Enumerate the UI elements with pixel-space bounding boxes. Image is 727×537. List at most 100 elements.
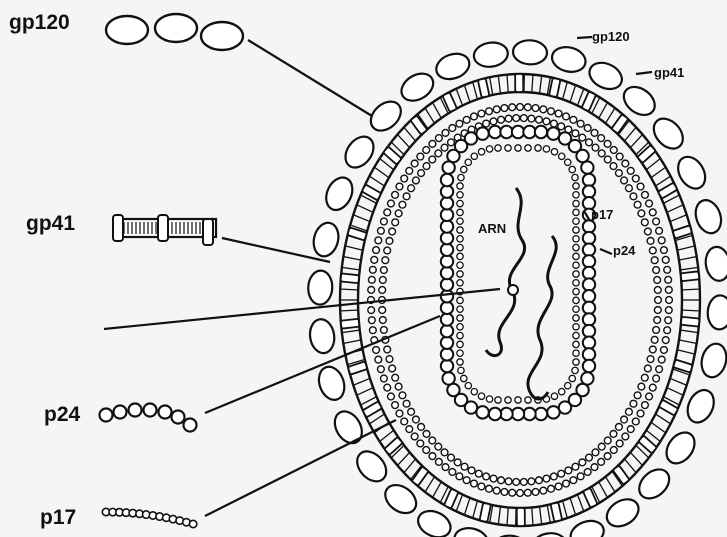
membrane-tick bbox=[668, 205, 683, 212]
p24-inner-bead bbox=[569, 166, 575, 172]
p24-inner-bead bbox=[461, 166, 467, 172]
p17-bead bbox=[592, 144, 599, 151]
membrane-tick bbox=[606, 109, 614, 123]
p24-bead bbox=[535, 126, 547, 138]
p17-bead bbox=[591, 129, 598, 136]
gp41-anchor bbox=[442, 92, 457, 112]
p24-bead bbox=[583, 302, 595, 314]
p17-bead bbox=[449, 469, 456, 476]
gp120-spike bbox=[673, 152, 711, 193]
p24-inner-bead bbox=[457, 200, 463, 206]
p24-inner-bead bbox=[457, 218, 463, 224]
membrane-tick bbox=[563, 83, 567, 98]
p24-bead bbox=[583, 220, 595, 232]
p17-bead bbox=[486, 108, 493, 115]
p17-bead bbox=[658, 237, 665, 244]
membrane-tick bbox=[433, 483, 441, 497]
p17-bead bbox=[664, 327, 671, 334]
p24-inner-bead bbox=[573, 262, 579, 268]
membrane-tick bbox=[370, 177, 383, 186]
gp120-spike bbox=[549, 44, 588, 76]
p24-inner-bead bbox=[543, 146, 549, 152]
p17-bead bbox=[644, 228, 651, 235]
membrane-tick bbox=[671, 379, 686, 385]
p17-bead bbox=[540, 487, 547, 494]
legend-gp120-glycoproteins bbox=[106, 14, 243, 50]
membrane-tick bbox=[678, 246, 694, 250]
p17-bead bbox=[604, 140, 611, 147]
gp41-anchor bbox=[613, 465, 630, 484]
membrane-tick bbox=[426, 478, 434, 492]
membrane-tick bbox=[354, 215, 369, 221]
membrane-tick bbox=[563, 502, 567, 517]
p17-bead bbox=[610, 447, 617, 454]
p24-bead bbox=[583, 337, 595, 349]
p24-inner-bead bbox=[525, 397, 531, 403]
p24-inner-bead bbox=[478, 393, 484, 399]
pointer-line bbox=[636, 72, 652, 74]
p24-inner-bead bbox=[495, 397, 501, 403]
p17-bead bbox=[392, 374, 399, 381]
p24-inner-bead bbox=[457, 253, 463, 259]
p17-bead bbox=[463, 477, 470, 484]
membrane-tick bbox=[625, 460, 635, 472]
p24-bead bbox=[583, 267, 595, 279]
membrane-tick bbox=[599, 103, 607, 117]
p24-bead bbox=[441, 337, 453, 349]
p17-bead bbox=[471, 480, 478, 487]
gp120-spike bbox=[602, 494, 643, 532]
gp41-anchor bbox=[478, 78, 490, 97]
p17-bead bbox=[441, 144, 448, 151]
p24-bead bbox=[583, 278, 595, 290]
p17-bead bbox=[471, 113, 478, 120]
p17-bead bbox=[509, 489, 516, 496]
p17-bead bbox=[429, 140, 436, 147]
membrane-tick bbox=[668, 388, 683, 395]
p17-bead bbox=[454, 459, 461, 466]
p17-bead bbox=[558, 470, 565, 477]
p17-bead bbox=[563, 480, 570, 487]
gp41-anchor bbox=[363, 401, 383, 417]
p17-bead bbox=[651, 257, 658, 264]
p17-bead bbox=[662, 256, 669, 263]
p24-bead bbox=[441, 302, 453, 314]
membrane-tick bbox=[599, 483, 607, 497]
p24-inner-bead bbox=[486, 396, 492, 402]
p24-inner-bead bbox=[457, 332, 463, 338]
p24-inner-bead bbox=[573, 359, 579, 365]
p17-bead bbox=[638, 383, 645, 390]
p17-matrix-ring bbox=[368, 104, 673, 497]
p17-bead bbox=[646, 200, 653, 207]
p17-bead bbox=[646, 393, 653, 400]
gp41-anchor bbox=[611, 114, 628, 133]
p17-bead bbox=[536, 477, 543, 484]
p17-bead bbox=[654, 277, 661, 284]
p17-bead bbox=[456, 473, 463, 480]
p17-bead bbox=[486, 485, 493, 492]
label-p17-virion: p17 bbox=[591, 208, 613, 221]
p17-bead bbox=[411, 160, 418, 167]
p24-inner-bead bbox=[457, 271, 463, 277]
p24-inner-bead bbox=[478, 149, 484, 155]
p24-inner-bead bbox=[495, 145, 501, 151]
membrane-tick bbox=[681, 330, 697, 332]
p17-bead bbox=[579, 459, 586, 466]
p17-bead bbox=[555, 110, 562, 117]
p17-bead bbox=[377, 227, 384, 234]
p17-bead bbox=[655, 297, 662, 304]
label-p24-left: p24 bbox=[44, 404, 80, 425]
membrane-tick bbox=[473, 83, 477, 98]
p24-bead bbox=[583, 290, 595, 302]
p17-bead bbox=[379, 307, 386, 314]
p24-inner-bead bbox=[457, 227, 463, 233]
p17-bead bbox=[653, 218, 660, 225]
p17-bead bbox=[550, 120, 557, 127]
p17-bead bbox=[632, 175, 639, 182]
p17-bead bbox=[501, 489, 508, 496]
p17-bead bbox=[524, 489, 531, 496]
p17-bead bbox=[368, 317, 375, 324]
p17-bead bbox=[517, 104, 524, 111]
p24-legend-bead bbox=[114, 406, 127, 419]
p24-inner-bead bbox=[457, 297, 463, 303]
p17-bead bbox=[558, 123, 565, 130]
